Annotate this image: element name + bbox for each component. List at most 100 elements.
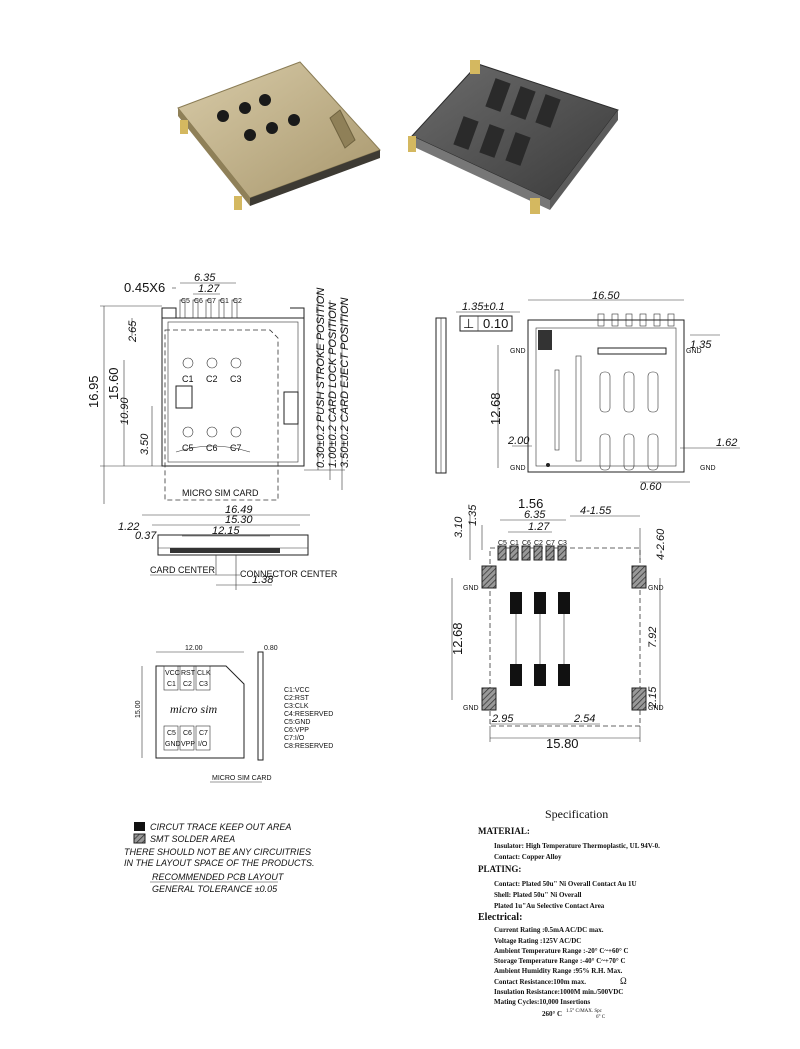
sim-pin-list-item: C1:VCC [284,687,310,694]
dim-1-27: 1.27 [198,283,220,295]
contact-c5: C5 [182,443,194,453]
gnd-label: GND [510,348,526,355]
micro-sim-card-label: MICRO SIM CARD [182,488,259,498]
dim-1-56: 1.56 [518,496,543,511]
dim-1-38: 1.38 [252,574,274,586]
sim-cell-c2: C2 [183,681,192,688]
spec-current-rating: Current Rating :0.5mA AC/DC max. [494,926,604,934]
dim-7-92: 7.92 [647,627,659,648]
card-center-label: CARD CENTER [150,565,216,575]
solder-swatch [133,833,146,844]
sim-cell-vpp: VPP [181,741,195,748]
connector-photo-dark [408,60,619,214]
dim-1-27-pcb: 1.27 [528,521,550,533]
pin-label-c2: C2 [233,298,242,305]
flatness-symbol: ⊥ [463,316,474,331]
contact-c2: C2 [206,374,218,384]
spec-soldering-temp: 260° C [542,1010,562,1018]
sim-pin-list: C1:VCC C2:RST C3:CLK C4:RESERVED C5:GND … [284,687,333,750]
gnd-label: GND [648,585,664,592]
dim-1-35-pcb: 1.35 [467,504,479,526]
pcb-pin-c3: C3 [558,540,567,547]
solder-label: SMT SOLDER AREA [150,834,235,844]
top-view-drawing: 0.45X6 6.35 1.27 C5 C6 C7 C1 C2 2.65 16.… [86,272,351,504]
sim-dim-15-00: 15.00 [135,700,142,718]
pin-label-c7: C7 [207,298,216,305]
pcb-pin-c1: C1 [510,540,519,547]
sim-cell-c6: C6 [183,730,192,737]
gnd-label: GND [463,585,479,592]
gnd-label: GND [463,705,479,712]
sim-dim-12-00: 12.00 [185,645,203,652]
dim-10-90: 10.90 [119,397,131,425]
spec-material-heading: MATERIAL: [478,826,530,836]
pcb-pin-c7: C7 [546,540,555,547]
dim-0-10: 0.10 [483,316,508,331]
pcb-pin-c5: C5 [498,540,507,547]
gnd-label: GND [700,465,716,472]
side-view-drawing: 16.49 15.30 1.22 0.37 12.15 CARD CENTER … [118,504,338,590]
contact-c1: C1 [182,374,194,384]
pcb-layout-drawing: 1.56 3.10 1.35 6.35 1.27 4-1.55 4-2.60 C… [450,496,667,751]
sim-pin-list-item: C3:CLK [284,703,309,710]
dim-4-2-60: 4-2.60 [655,528,667,560]
sim-cell-c7: C7 [199,730,208,737]
spec-plating-shell: Shell: Plated 50u" Ni Overall [494,891,582,899]
gnd-label: GND [686,348,702,355]
contact-c7: C7 [230,443,242,453]
sim-cell-rst: RST [181,670,196,677]
spec-plating-selective: Plated 1u"Au Selective Contact Area [494,902,605,910]
sim-cell-c3: C3 [199,681,208,688]
connector-center-label: CONNECTOR CENTER [240,569,338,579]
spec-electrical-heading: Electrical: [478,912,522,923]
dim-1-62: 1.62 [716,437,737,449]
dim-2-54: 2.54 [573,713,595,725]
micro-sim-card-drawing: 12.00 0.80 15.00 VCC C1 RST C2 CLK C3 C5… [135,645,333,783]
spec-soldering-sup: 1.5° C/MAX. Spc [566,1009,603,1014]
sim-pin-list-item: C2:RST [284,695,310,702]
card-lock-note: 1.00±0.2 CARD LOCK POSITION [327,302,339,468]
spec-humidity: Ambient Humidity Range :95% R.H. Max. [494,967,623,975]
dim-16-50: 16.50 [592,290,620,302]
dim-0-60: 0.60 [640,481,662,493]
sim-pin-list-item: C6:VPP [284,727,309,734]
dim-3-50: 3.50 [139,433,151,455]
dim-4-1-55: 4-1.55 [580,505,612,517]
general-tolerance-label: GENERAL TOLERANCE ±0.05 [152,884,278,894]
dim-15-80: 15.80 [546,736,579,751]
pcb-legend: CIRCUT TRACE KEEP OUT AREA SMT SOLDER AR… [124,822,315,894]
dim-1-35: 1.35 [690,339,712,351]
pcb-pin-c2: C2 [534,540,543,547]
keep-out-label: CIRCUT TRACE KEEP OUT AREA [150,822,291,832]
spec-plating-heading: PLATING: [478,864,521,874]
card-eject-note: 3.50±0.2 CARD EJECT POSITION [339,297,351,468]
dim-12-15: 12.15 [212,525,240,537]
specification-block: Specification MATERIAL: Insulator: High … [478,807,660,1020]
contact-c6: C6 [206,443,218,453]
spec-insulator: Insulator: High Temperature Thermoplasti… [494,842,660,850]
pin-label-c1: C1 [220,298,229,305]
sim-card-brand-text: micro sim [170,702,218,716]
push-stroke-note: 0.30±0.2 PUSH STROKE POSITION [315,288,327,468]
dim-2-95: 2.95 [491,713,514,725]
connector-photo-gold [177,61,381,210]
sim-pin-list-item: C7:I/O [284,735,305,742]
dim-2-00: 2.00 [507,435,530,447]
layout-note-2: IN THE LAYOUT SPACE OF THE PRODUCTS. [124,858,315,868]
dim-0-45x6: 0.45X6 [124,280,165,295]
spec-ohm-symbol: Ω [620,976,627,986]
dim-15-60: 15.60 [106,367,121,400]
dim-1-35-tol: 1.35±0.1 [462,301,505,313]
spec-contact-resistance: Contact Resistance:100m max. [494,978,586,986]
sim-pin-list-item: C4:RESERVED [284,711,333,718]
gnd-label: GND [510,465,526,472]
dim-15-30: 15.30 [225,514,253,526]
spec-insulation-resistance: Insulation Resistance:1000M min./500VDC [494,988,623,996]
spec-soldering-sub: 6° C [596,1015,606,1020]
dim-2-65: 2.65 [127,320,139,343]
sim-pin-list-item: C5:GND [284,719,310,726]
dim-16-49: 16.49 [225,504,253,516]
sim-pin-list-item: C8:RESERVED [284,743,333,750]
spec-mating-cycles: Mating Cycles:10,000 Insertions [494,998,591,1006]
spec-plating-contact: Contact: Plated 50u" Ni Overall Contact … [494,880,637,888]
